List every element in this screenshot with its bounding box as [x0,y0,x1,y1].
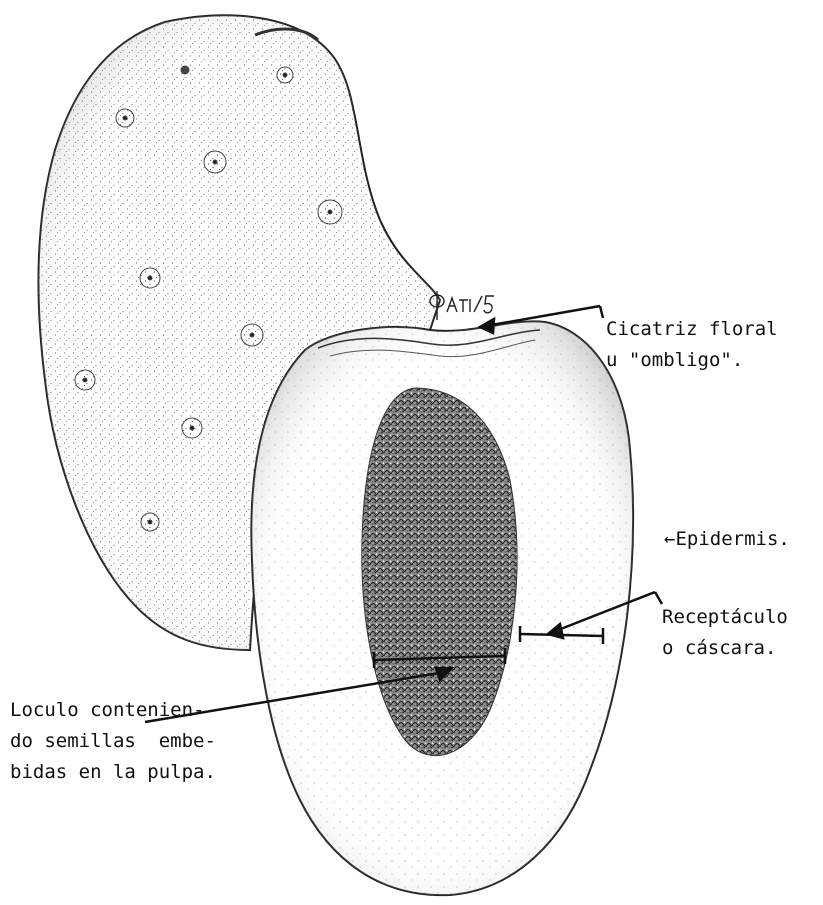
label-locule-line1: Loculo contenien- [10,699,204,721]
locule-pulp [362,388,517,756]
label-floral-scar-line1: Cicatriz floral [606,318,778,340]
label-locule-line3: bidas en la pulpa. [10,761,216,783]
label-receptacle: Receptáculo o cáscara. [662,602,788,664]
label-locule: Loculo contenien- do semillas embe- bida… [10,695,216,788]
label-floral-scar: Cicatriz floral u "ombligo". [606,314,778,376]
artist-signature [430,291,494,320]
label-receptacle-line2: o cáscara. [662,637,776,659]
sliced-fruit [251,321,633,895]
label-receptacle-line1: Receptáculo [662,606,788,628]
label-locule-line2: do semillas embe- [10,730,216,752]
label-floral-scar-line2: u "ombligo". [606,349,743,371]
label-epidermis: ←Epidermis. [664,524,790,555]
